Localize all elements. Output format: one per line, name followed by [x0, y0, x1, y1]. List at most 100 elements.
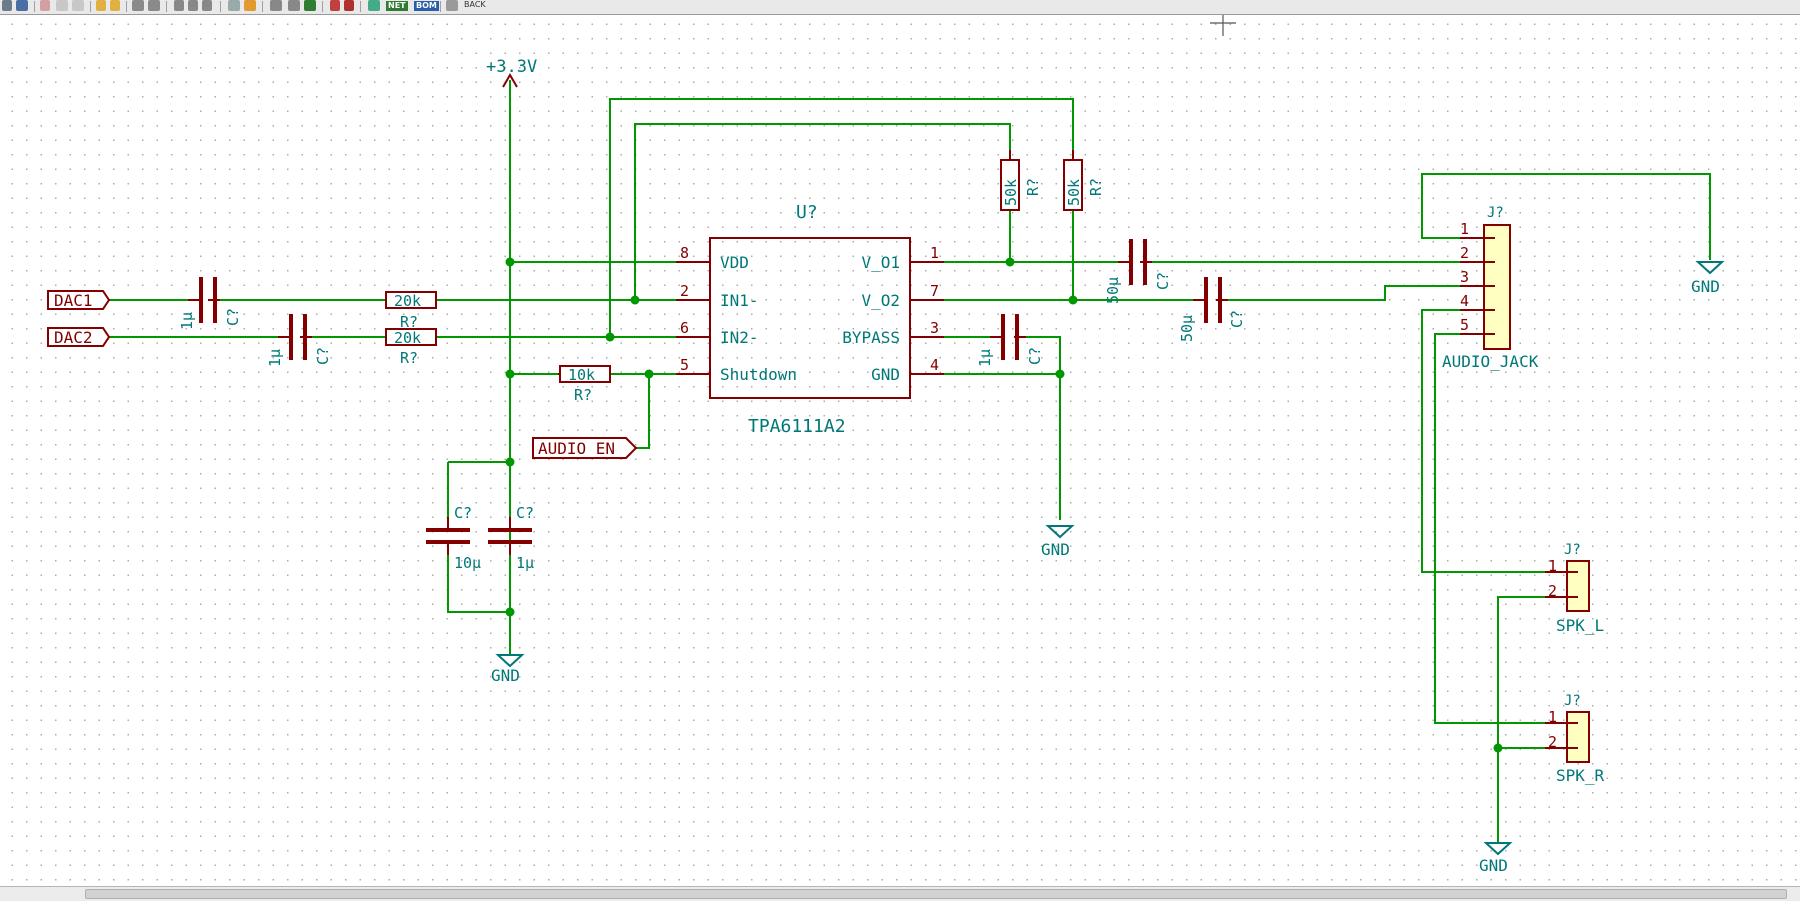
label-audio-en[interactable]: AUDIO_EN	[532, 437, 638, 459]
capacitor-ref: C?	[224, 308, 242, 326]
zoom-in-icon[interactable]	[174, 0, 184, 11]
capacitor-ref: C?	[314, 347, 332, 365]
gnd-label: GND	[491, 666, 520, 685]
capacitor-c-bypass[interactable]	[990, 314, 1026, 360]
connector-value: SPK_L	[1556, 616, 1604, 635]
resistor-r-fb2[interactable]: 50k R?	[1063, 150, 1105, 211]
capacitor-c-dec[interactable]	[488, 517, 532, 555]
capacitor-ref: C?	[1154, 272, 1172, 290]
pin-number: 2	[1548, 733, 1557, 751]
resistor-value: 50k	[1002, 179, 1020, 206]
pin-name: IN1-	[720, 291, 759, 310]
gnd-symbol[interactable]	[1483, 842, 1513, 856]
connector-spk-l[interactable]: J? 1 2 SPK_L	[1545, 542, 1604, 635]
schematic-canvas[interactable]: +3.3V GND GND GND GND DAC1 DAC2 AUDIO_EN	[0, 11, 1800, 885]
label-dac1[interactable]: DAC1	[47, 290, 111, 310]
capacitor-value: 10µ	[454, 554, 481, 572]
bug-icon[interactable]	[344, 0, 354, 11]
schematic-drawing: +3.3V GND GND GND GND DAC1 DAC2 AUDIO_EN	[47, 11, 1725, 875]
redo-icon[interactable]	[110, 0, 120, 11]
label-dac1-text: DAC1	[54, 291, 93, 310]
pin-name: GND	[871, 365, 900, 384]
pin-number: 3	[1460, 268, 1469, 286]
resistor-r-in1[interactable]: 20k R?	[385, 291, 437, 331]
connector-ref: J?	[1564, 693, 1581, 709]
toolbar-separator	[440, 1, 441, 12]
copy-icon[interactable]	[56, 0, 68, 11]
connector-audio-jack[interactable]: J? 1 2 3 4 5 AUDIO_JACK	[1442, 205, 1539, 371]
capacitor-ref: C?	[454, 504, 472, 522]
ic-value: TPA6111A2	[748, 416, 846, 437]
pin-number: 3	[930, 319, 939, 337]
pin-name: V_O2	[861, 291, 900, 310]
resistor-ref: R?	[400, 313, 418, 331]
generate-net-icon[interactable]	[368, 0, 380, 11]
undo-icon[interactable]	[96, 0, 106, 11]
pin-number: 5	[680, 356, 689, 374]
ic-ref: U?	[796, 202, 818, 223]
pin-number: 4	[930, 356, 939, 374]
paste-icon[interactable]	[72, 0, 84, 11]
capacitor-c-in2[interactable]	[278, 314, 312, 360]
print-icon[interactable]	[2, 0, 12, 11]
connector-spk-r[interactable]: J? 1 2 SPK_R	[1545, 693, 1605, 785]
cut-icon[interactable]	[40, 0, 50, 11]
capacitor-c-in1[interactable]	[188, 277, 220, 323]
find-icon[interactable]	[132, 0, 144, 11]
zoom-fit-icon[interactable]	[202, 0, 212, 11]
capacitor-value: 1µ	[178, 312, 196, 330]
gnd-label: GND	[1041, 540, 1070, 559]
capacitor-ref: C?	[1026, 347, 1044, 365]
toolbar-separator	[322, 1, 323, 12]
ic-tpa6111a2[interactable]: U? TPA6111A2 8 2 6 5 VDD IN1- IN2- Shutd…	[676, 202, 944, 437]
bom-button[interactable]: BOM	[414, 1, 439, 11]
capacitor-c-out2[interactable]	[1193, 277, 1228, 323]
main-toolbar: NET BOM BACK	[0, 0, 1800, 15]
connector-ref: J?	[1564, 542, 1581, 558]
replace-icon[interactable]	[148, 0, 160, 11]
gnd-symbol[interactable]	[1045, 525, 1075, 539]
resistor-ref: R?	[1087, 178, 1105, 196]
gnd-symbol[interactable]	[1695, 261, 1725, 275]
net-button[interactable]: NET	[386, 1, 408, 11]
resistor-value: 20k	[394, 292, 421, 310]
pin-number: 5	[1460, 316, 1469, 334]
pcb-icon[interactable]	[446, 0, 458, 11]
pin-name: VDD	[720, 253, 749, 272]
gnd-label: GND	[1691, 277, 1720, 296]
pin-number: 1	[1460, 220, 1469, 238]
toolbar-separator	[262, 1, 263, 12]
toolbar-separator	[90, 1, 91, 12]
resistor-r-fb1[interactable]: 50k R?	[1000, 150, 1042, 211]
annotate-icon[interactable]	[270, 0, 282, 11]
pin-name: Shutdown	[720, 365, 797, 384]
library-icon[interactable]	[244, 0, 256, 11]
toolbar-separator	[126, 1, 127, 12]
pin-name: V_O1	[861, 253, 900, 272]
pin-number: 1	[1548, 557, 1557, 575]
resistor-r-in2[interactable]: 20k R?	[385, 328, 437, 367]
resistor-ref: R?	[1024, 178, 1042, 196]
label-dac2[interactable]: DAC2	[47, 327, 111, 347]
erc-icon[interactable]	[288, 0, 300, 11]
toolbar-separator	[166, 1, 167, 12]
pin-number: 1	[930, 244, 939, 262]
capacitor-value: 1µ	[976, 349, 994, 367]
back-button[interactable]: BACK	[464, 0, 486, 9]
resistor-r-shutdown[interactable]: 10k R?	[558, 365, 611, 404]
capacitor-c-bulk[interactable]	[426, 517, 470, 555]
capacitor-c-out1[interactable]	[1118, 239, 1152, 285]
scrollbar-thumb[interactable]	[85, 889, 1787, 899]
capacitor-ref: C?	[516, 504, 534, 522]
gnd-symbol[interactable]	[495, 654, 525, 668]
capacitor-value: 50µ	[1104, 277, 1122, 304]
vcc-power-symbol[interactable]	[502, 73, 518, 88]
hierarchy-icon[interactable]	[228, 0, 240, 11]
netlist-icon[interactable]	[304, 0, 316, 11]
page-settings-icon[interactable]	[16, 0, 28, 11]
toolbar-separator	[360, 1, 361, 12]
toolbar-separator	[220, 1, 221, 12]
horizontal-scrollbar[interactable]	[0, 886, 1800, 901]
footprint-assign-icon[interactable]	[330, 0, 340, 11]
zoom-out-icon[interactable]	[188, 0, 198, 11]
